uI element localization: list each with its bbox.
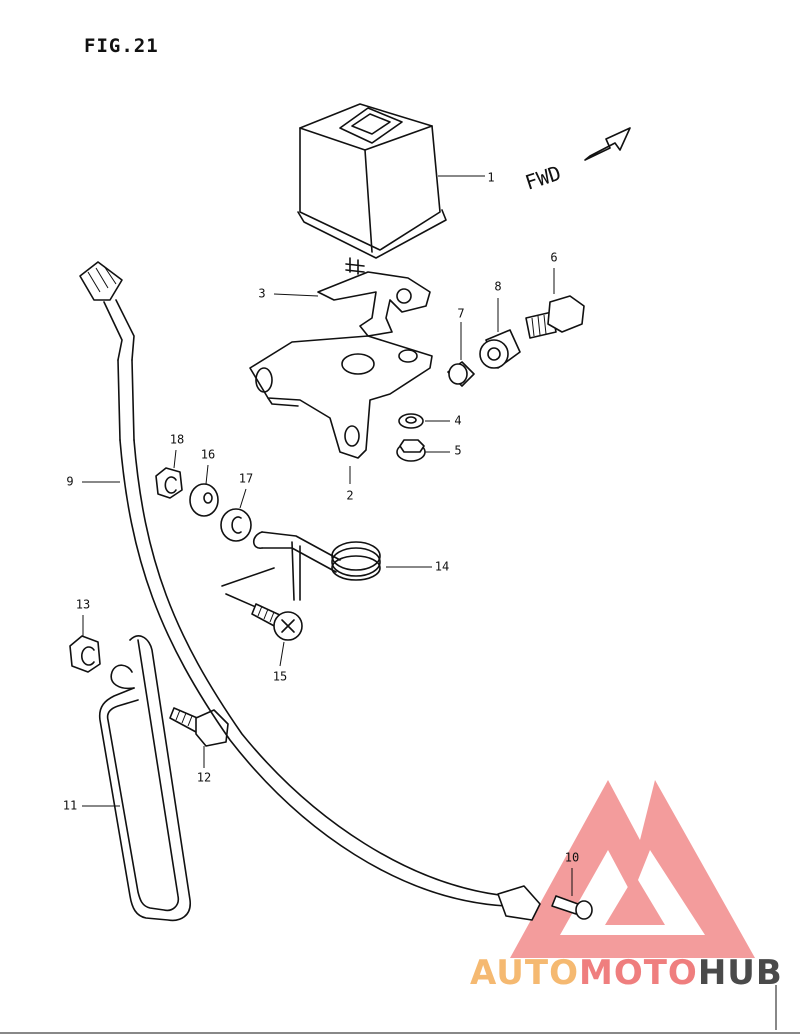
part-label-1: 1 [487,171,494,185]
part-label-10: 10 [565,851,579,865]
part-label-8: 8 [494,280,501,294]
part-label-14: 14 [435,560,449,574]
watermark-text: AUTOMOTOHUB [470,953,783,993]
forward-direction-indicator: FWD [522,127,631,195]
part-5-nut [396,439,426,462]
part-6-bolt [525,295,585,339]
part-10-screw [551,895,593,920]
part-label-7: 7 [457,307,464,321]
part-9-cable [79,261,541,921]
part-8-grommet [479,329,521,369]
leader-lines [82,175,573,896]
part-label-2: 2 [346,489,353,503]
part-16-washer [189,483,219,517]
part-label-13: 13 [76,598,90,612]
part-2-bracket [249,335,433,459]
part-15-screw [251,603,303,641]
part-label-12: 12 [197,771,211,785]
part-label-11: 11 [63,799,77,813]
watermark-word-auto: AUTO [470,953,579,993]
fwd-label: FWD [522,161,564,195]
part-label-6: 6 [550,251,557,265]
part-18-nut [155,467,183,499]
part-14-clip [252,531,381,601]
part-4-washer [398,413,424,429]
part-label-15: 15 [273,670,287,684]
part-label-16: 16 [201,448,215,462]
arrow-icon [584,127,631,161]
watermark-logo-icon [510,780,755,958]
part-label-3: 3 [258,287,265,301]
part-12-bolt [169,707,229,747]
part-label-17: 17 [239,472,253,486]
watermark-word-moto: MOTO [579,953,698,993]
part-11-clamp [98,635,191,922]
part-label-18: 18 [170,433,184,447]
part-13-nut [69,635,101,673]
figure-title: FIG.21 [84,35,159,57]
part-7-collar [447,361,475,387]
watermark-word-hub: HUB [698,953,783,993]
assembly-guide-lines [221,567,275,609]
part-17-washer [220,508,252,542]
part-label-4: 4 [454,414,461,428]
part-1-unit [297,103,447,275]
part-label-5: 5 [454,444,461,458]
part-label-9: 9 [66,475,73,489]
part-3-bracket [317,271,431,337]
